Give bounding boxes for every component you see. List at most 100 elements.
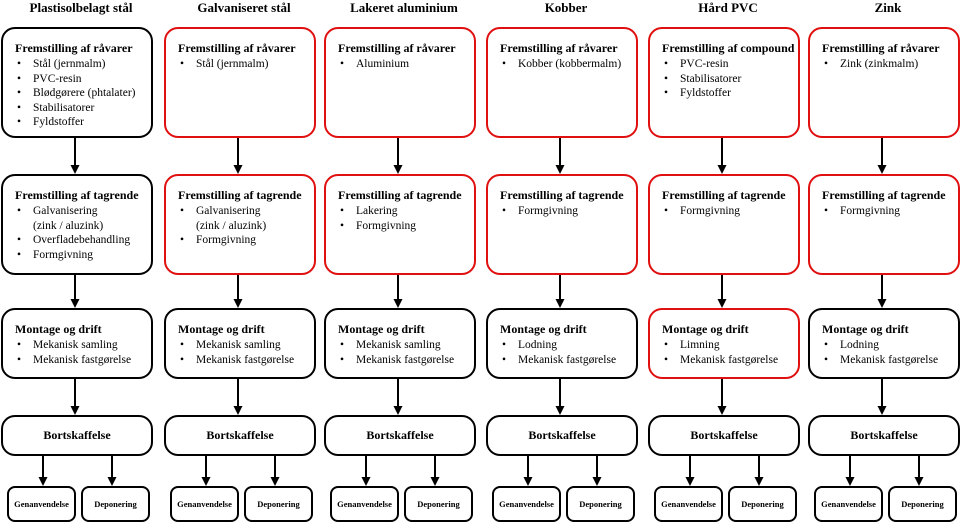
disposal-box: Bortskaffelse: [164, 415, 316, 456]
column-title: Plastisolbelagt stål: [29, 0, 133, 15]
list-item: (zink / aluzink): [33, 219, 104, 232]
list-item: Formgivning: [662, 204, 798, 219]
item-list: Kobber (kobbermalm): [488, 57, 636, 72]
down-arrow: [430, 456, 440, 486]
disposal-label: Bortskaffelse: [690, 428, 758, 442]
raw-material-box: Fremstilling af råvarerZink (zinkmalm): [808, 27, 960, 138]
installation-box: Montage og driftLodningMekanisk fastgøre…: [808, 308, 960, 379]
item-list: Stål (jernmalm): [166, 57, 314, 72]
list-item: Lodning: [500, 338, 636, 353]
item-list: PVC-resinStabilisatorerFyldstoffer: [650, 57, 798, 101]
landfill-box: Deponering: [566, 486, 635, 522]
down-arrow: [877, 138, 887, 174]
list-item: Limning: [662, 338, 798, 353]
column-title: Lakeret aluminium: [350, 0, 458, 15]
box-title: Fremstilling af råvarer: [500, 41, 618, 55]
list-item: PVC-resin: [662, 57, 798, 72]
list-item: Galvanisering: [178, 204, 314, 219]
list-item: Fyldstoffer: [15, 115, 151, 130]
item-list: LodningMekanisk fastgørelse: [810, 338, 958, 367]
item-list: Mekanisk samlingMekanisk fastgørelse: [326, 338, 474, 367]
list-item: Galvanisering: [15, 204, 151, 219]
recycling-box: Genanvendelse: [7, 486, 76, 522]
list-item: Lakering: [338, 204, 474, 219]
box-title: Fremstilling af tagrende: [662, 188, 786, 202]
column-title: Zink: [874, 0, 902, 15]
disposal-label: Bortskaffelse: [43, 428, 111, 442]
list-item: Lodning: [822, 338, 958, 353]
recycling-box: Genanvendelse: [654, 486, 723, 522]
list-item: Zink (zinkmalm): [822, 57, 958, 72]
list-item: Mekanisk samling: [178, 338, 314, 353]
landfill-box: Deponering: [244, 486, 313, 522]
list-item: Formgivning: [338, 219, 474, 234]
list-item: Overfladebehandling: [15, 233, 151, 248]
down-arrow: [361, 456, 371, 486]
down-arrow: [70, 275, 80, 308]
raw-material-box: Fremstilling af råvarerAluminium: [324, 27, 476, 138]
list-item: Mekanisk fastgørelse: [822, 353, 958, 368]
list-item: Mekanisk samling: [338, 338, 474, 353]
list-item: Formgivning: [822, 204, 958, 219]
down-arrow: [523, 456, 533, 486]
down-arrow: [877, 275, 887, 308]
installation-box: Montage og driftMekanisk samlingMekanisk…: [164, 308, 316, 379]
flow-arrows: [845, 138, 924, 486]
gutter-production-box: Fremstilling af tagrendeGalvanisering(zi…: [164, 174, 316, 275]
box-title: Montage og drift: [338, 322, 425, 336]
box-title: Fremstilling af råvarer: [822, 41, 940, 55]
down-arrow: [877, 379, 887, 415]
item-list: Galvanisering(zink / aluzink)Overfladebe…: [3, 204, 151, 262]
recycling-box: Genanvendelse: [170, 486, 239, 522]
gutter-production-box: Fremstilling af tagrendeLakeringFormgivn…: [324, 174, 476, 275]
down-arrow: [393, 275, 403, 308]
recycling-box: Genanvendelse: [814, 486, 883, 522]
landfill-box: Deponering: [404, 486, 473, 522]
down-arrow: [233, 275, 243, 308]
list-item: Mekanisk fastgørelse: [15, 353, 151, 368]
down-arrow: [393, 138, 403, 174]
down-arrow: [555, 138, 565, 174]
disposal-label: Bortskaffelse: [850, 428, 918, 442]
list-item: Mekanisk fastgørelse: [178, 353, 314, 368]
down-arrow: [38, 456, 48, 486]
down-arrow: [201, 456, 211, 486]
down-arrow: [592, 456, 602, 486]
list-item: Blødgørere (phtalater): [15, 86, 151, 101]
list-item: Stål (jernmalm): [15, 57, 151, 72]
list-item: Stål (jernmalm): [178, 57, 314, 72]
list-item: PVC-resin: [15, 72, 151, 87]
flow-arrows: [38, 138, 117, 486]
landfill-box: Deponering: [728, 486, 797, 522]
recycling-box: Genanvendelse: [492, 486, 561, 522]
raw-material-box: Fremstilling af compoundPVC-resinStabili…: [648, 27, 800, 138]
disposal-box: Bortskaffelse: [808, 415, 960, 456]
item-list: Formgivning: [810, 204, 958, 219]
list-item: Formgivning: [15, 248, 151, 263]
list-item: Mekanisk fastgørelse: [662, 353, 798, 368]
list-item: Mekanisk samling: [15, 338, 151, 353]
item-list: Formgivning: [650, 204, 798, 219]
flow-arrows: [685, 138, 764, 486]
down-arrow: [393, 379, 403, 415]
box-title: Fremstilling af tagrende: [822, 188, 946, 202]
installation-box: Montage og driftLodningMekanisk fastgøre…: [486, 308, 638, 379]
box-title: Montage og drift: [662, 322, 749, 336]
raw-material-box: Fremstilling af råvarerStål (jernmalm)PV…: [1, 27, 153, 138]
landfill-box: Deponering: [81, 486, 150, 522]
down-arrow: [685, 456, 695, 486]
down-arrow: [233, 138, 243, 174]
box-title: Fremstilling af tagrende: [178, 188, 302, 202]
raw-material-box: Fremstilling af råvarerStål (jernmalm): [164, 27, 316, 138]
recycling-box: Genanvendelse: [330, 486, 399, 522]
box-title: Fremstilling af compound: [662, 41, 795, 55]
landfill-box: Deponering: [888, 486, 957, 522]
down-arrow: [717, 379, 727, 415]
down-arrow: [845, 456, 855, 486]
box-title: Fremstilling af råvarer: [15, 41, 133, 55]
disposal-label: Bortskaffelse: [366, 428, 434, 442]
raw-material-box: Fremstilling af råvarerKobber (kobbermal…: [486, 27, 638, 138]
